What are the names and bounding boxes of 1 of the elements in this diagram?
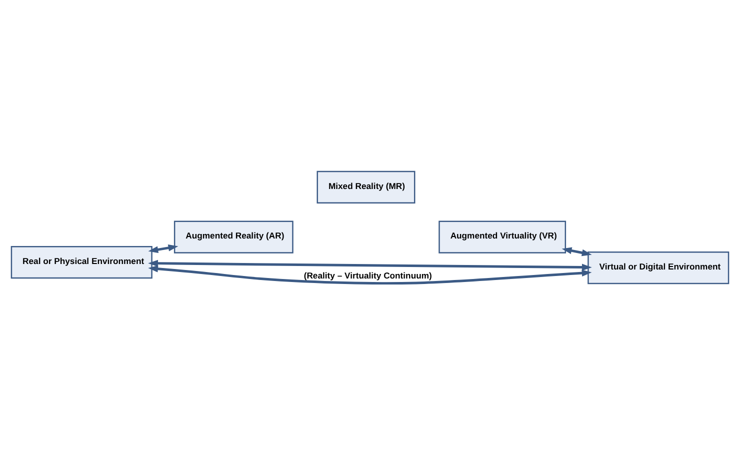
edge-label: (Reality – Virtuality Continuum) — [303, 270, 432, 280]
